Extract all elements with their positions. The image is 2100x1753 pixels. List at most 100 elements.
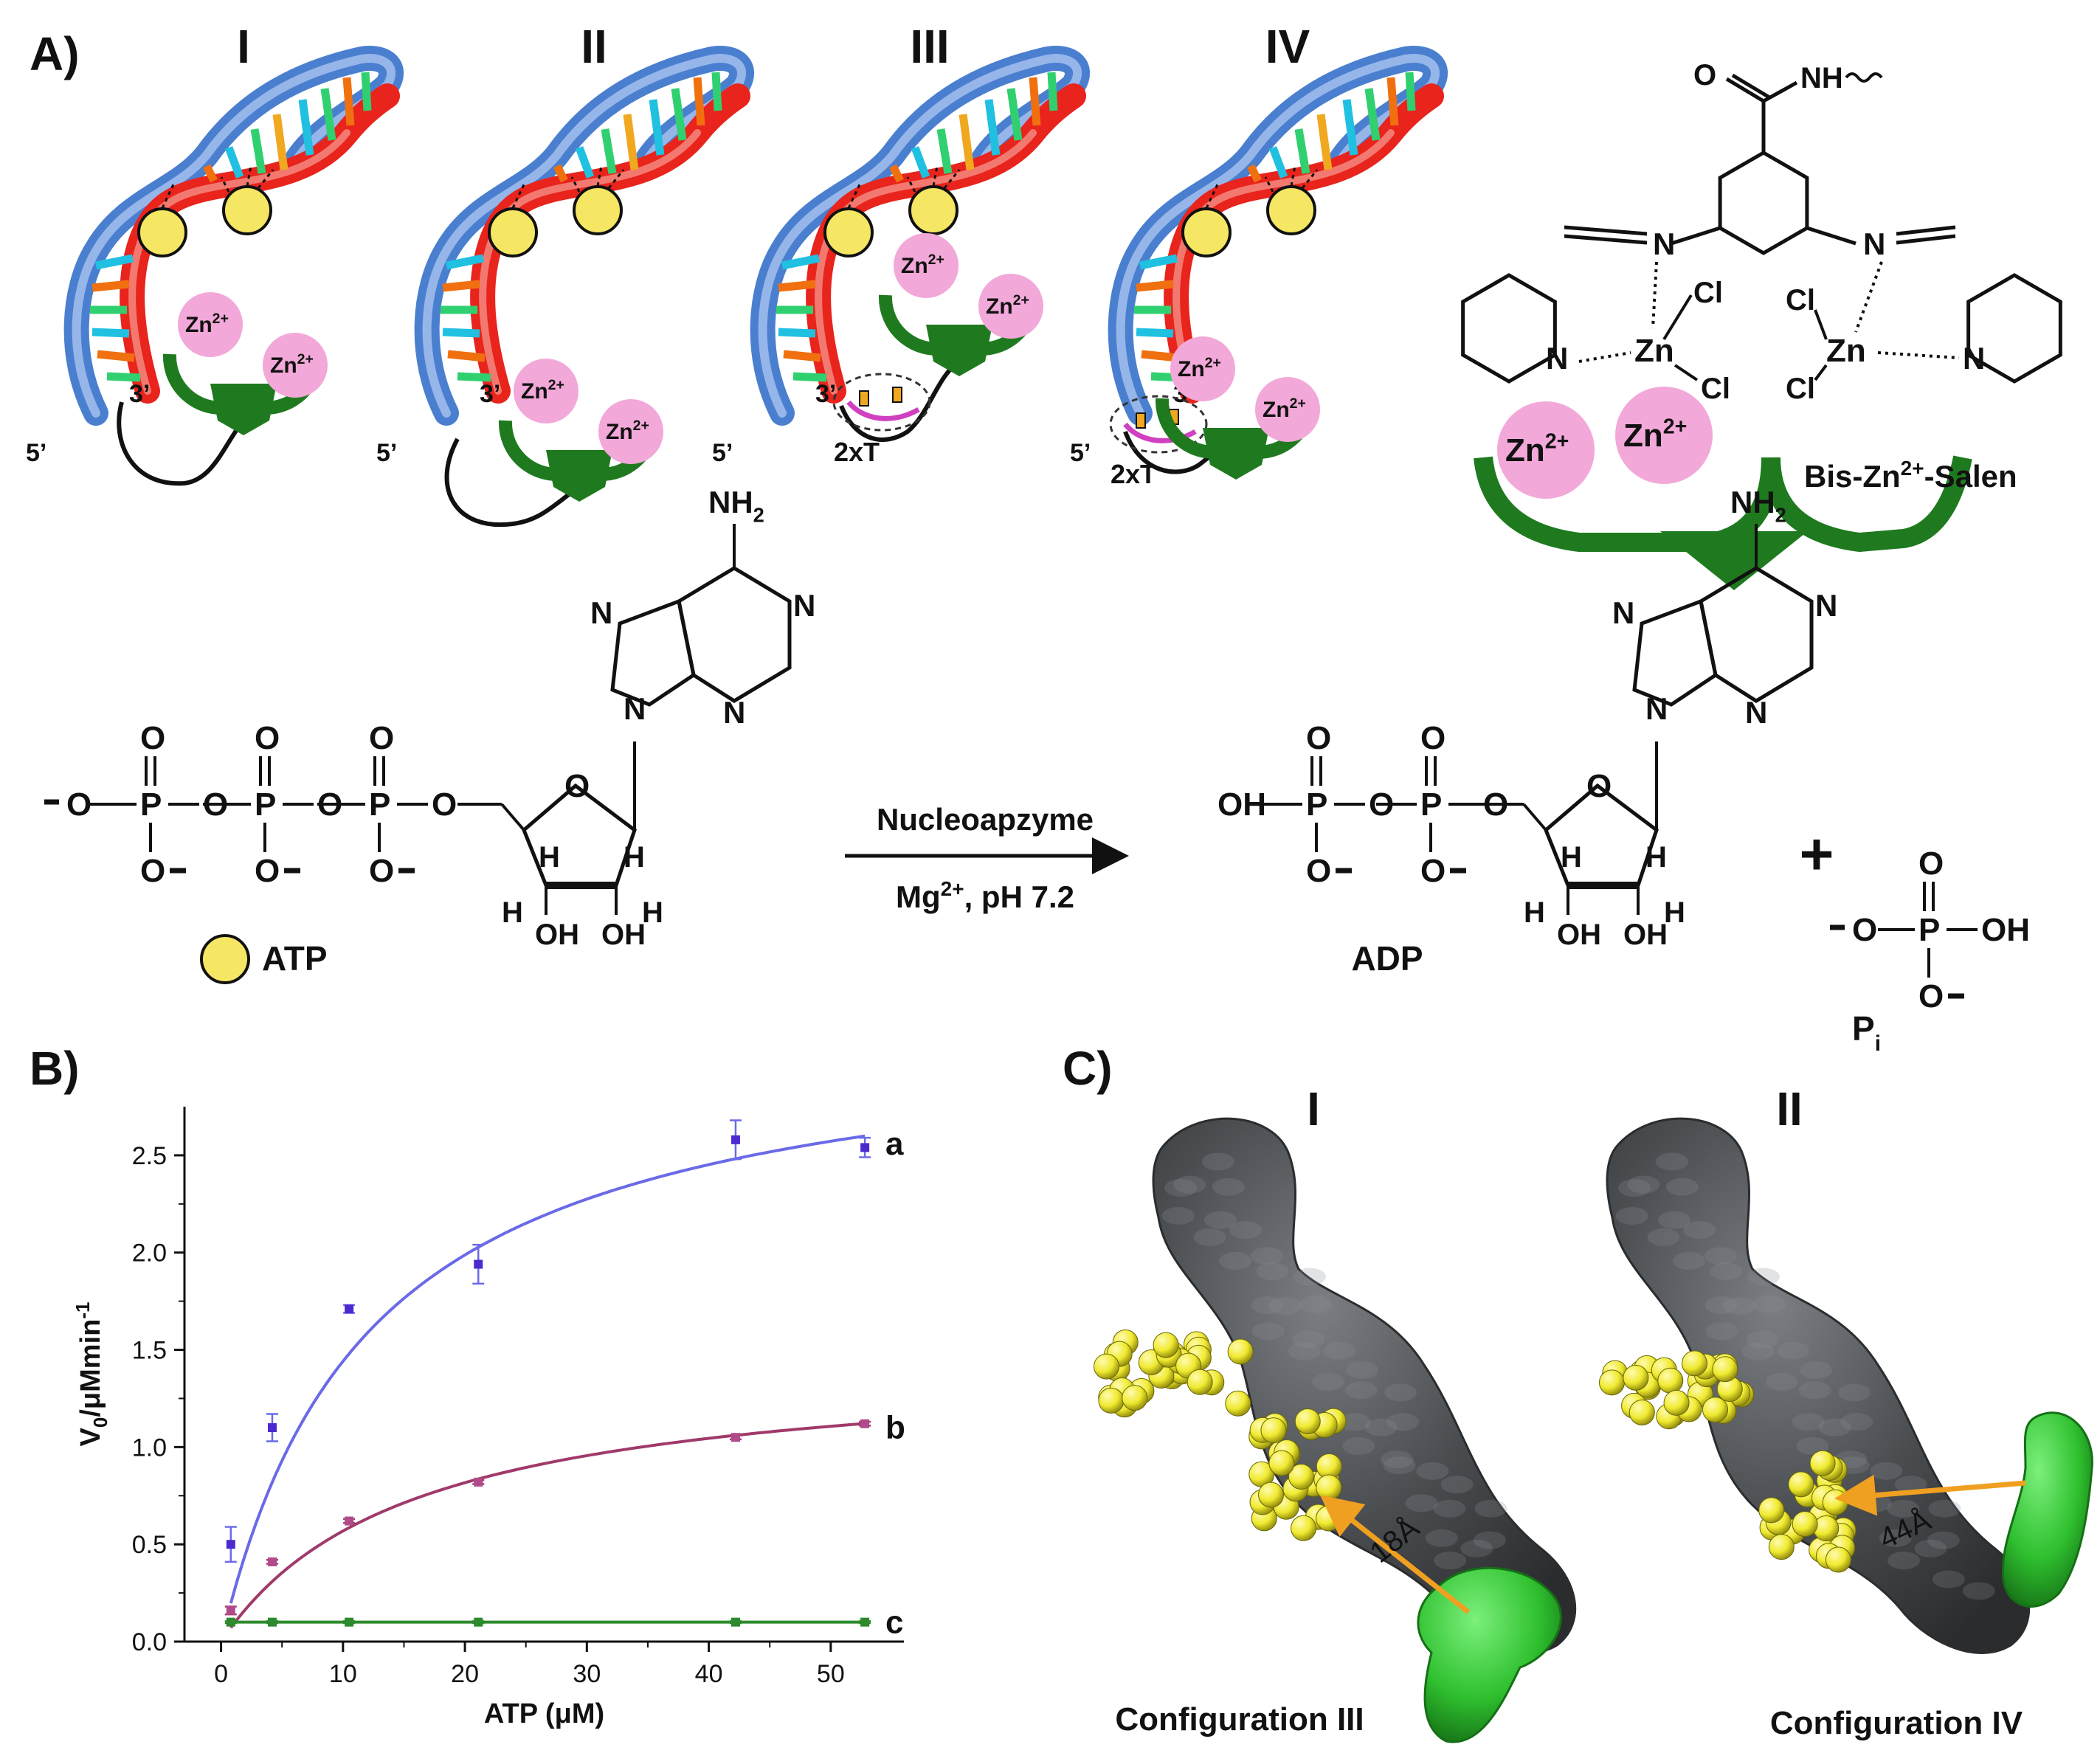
surface-highlight — [1164, 1179, 1197, 1197]
surface-highlight — [1746, 1330, 1779, 1349]
atp-atom — [1809, 1450, 1836, 1476]
x-tick-label: 40 — [695, 1660, 723, 1688]
caption-I: Configuration III — [1115, 1701, 1364, 1738]
atp-atom — [1153, 1332, 1179, 1358]
surface-highlight — [1460, 1539, 1493, 1557]
surface-highlight — [1627, 1175, 1660, 1194]
data-point — [345, 1516, 354, 1526]
phosphorus: P — [1918, 912, 1940, 948]
purine-n1: N — [1815, 588, 1837, 623]
cl-atom: Cl — [1701, 373, 1730, 405]
atp-atom — [1225, 1390, 1251, 1417]
bond — [1671, 226, 1721, 246]
surface-highlight — [1268, 1297, 1302, 1315]
atp-atom — [1257, 1481, 1284, 1508]
surface-highlight — [1204, 1211, 1237, 1229]
model-numeral-II: II — [1776, 1082, 1803, 1135]
spacer-thymidines — [846, 400, 920, 421]
bond — [1564, 234, 1648, 245]
three-prime-label: 3’ — [815, 380, 836, 408]
purine-n7: N — [1612, 595, 1634, 630]
data-point — [345, 1304, 354, 1314]
zn-ion-label: Zn2+ — [1623, 415, 1687, 454]
hydroxyl: OH — [1557, 919, 1601, 951]
bond — [1814, 364, 1828, 381]
data-point — [474, 1259, 483, 1269]
y-tick-label: 0.0 — [132, 1628, 167, 1656]
hydrogen: H — [1524, 896, 1545, 929]
phosphorus: P — [255, 786, 276, 823]
atp-atom — [1628, 1399, 1655, 1425]
surface-highlight — [1741, 1342, 1775, 1360]
surface-highlight — [1229, 1220, 1263, 1239]
atp-atom — [1598, 1369, 1625, 1396]
atp-molecule-upper — [1598, 1350, 1755, 1430]
zn-ion-circle — [1255, 377, 1320, 442]
three-prime-label: 3’ — [480, 380, 500, 408]
surface-highlight — [1433, 1499, 1466, 1518]
atp-label: ATP — [262, 939, 328, 978]
plus-sign: + — [1800, 821, 1834, 887]
thymine-base — [1136, 412, 1146, 429]
zn-ion: Zn2+ — [178, 292, 243, 357]
distance-arrow — [1320, 1495, 1471, 1614]
surface-highlight — [1364, 1418, 1398, 1436]
atp-atom — [1768, 1534, 1795, 1560]
three-prime-label: 3’ — [129, 380, 150, 408]
wavy-bond — [1845, 72, 1883, 83]
bond — [1731, 73, 1771, 100]
y-tick-label: 2.0 — [132, 1239, 167, 1268]
surface-highlight — [1914, 1539, 1947, 1557]
zn-ion-circle — [1497, 401, 1595, 499]
salen-arm — [1474, 456, 1780, 552]
x-tick-label: 50 — [817, 1660, 845, 1688]
surface-highlight — [1879, 1529, 1912, 1547]
surface-highlight — [1251, 1322, 1285, 1341]
salen-surface — [2001, 1411, 2093, 1608]
surface-highlight — [1710, 1262, 1743, 1281]
zn-ion: Zn2+ — [514, 359, 578, 423]
phosphate-o: O — [1306, 720, 1331, 756]
atp-atom — [1792, 1511, 1818, 1538]
surface-highlight — [1293, 1268, 1326, 1286]
surface-highlight — [1299, 1295, 1333, 1313]
spacer-highlight — [1109, 395, 1208, 454]
atp-atom — [1227, 1338, 1254, 1365]
surface-highlight — [1870, 1462, 1903, 1480]
surface-highlight — [1323, 1341, 1356, 1360]
surface-highlight — [1193, 1228, 1226, 1246]
phosphate-o: O — [140, 720, 165, 756]
data-point — [226, 1540, 235, 1549]
atp-atom — [1098, 1387, 1125, 1414]
data-point — [267, 1423, 277, 1432]
amino-group: NH2 — [1730, 485, 1786, 527]
surface-highlight — [1256, 1262, 1289, 1281]
five-prime-label: 5’ — [376, 439, 397, 467]
imine-n: N — [1863, 227, 1885, 261]
atp-atom — [1122, 1385, 1148, 1411]
surface-highlight — [1292, 1330, 1325, 1349]
oxygen: O — [432, 786, 457, 823]
atp-atom — [1822, 1489, 1848, 1515]
phosphorus: P — [369, 786, 390, 823]
hydroxyl: OH — [535, 919, 579, 951]
surface-highlight — [1381, 1451, 1414, 1469]
surface-highlight — [1338, 1413, 1371, 1431]
hydroxyl: OH — [1217, 786, 1266, 823]
zn-ion: Zn2+ — [1255, 377, 1320, 442]
spacer-label: 2xT — [1111, 459, 1156, 489]
fit-curve-a — [229, 1134, 866, 1604]
series-label-b: b — [885, 1410, 905, 1446]
bond — [1662, 294, 1693, 341]
data-point — [267, 1557, 277, 1566]
ring-oxygen: O — [564, 768, 590, 804]
phosphorus: P — [140, 786, 162, 823]
pyrimidine-ring — [677, 566, 792, 703]
phosphate-o: O — [369, 853, 394, 889]
surface-highlight — [1658, 1211, 1691, 1229]
coordination — [1578, 351, 1631, 363]
